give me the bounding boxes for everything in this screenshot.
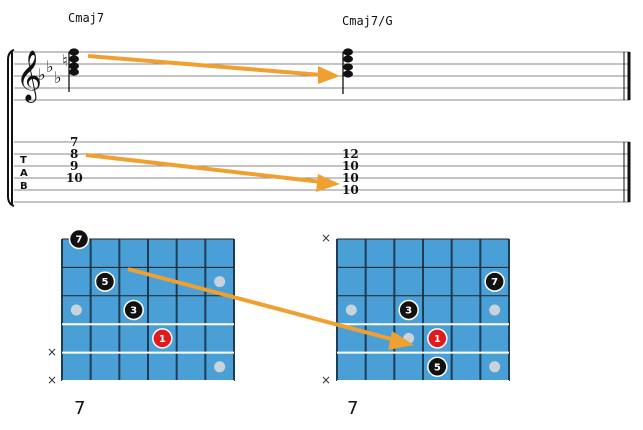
- muted-string-icon: ×: [321, 373, 331, 387]
- notation-staff: [14, 51, 631, 101]
- arrow-head-icon: [318, 66, 340, 84]
- chord-tone-label: 3: [405, 306, 412, 317]
- arrows-top: [85, 54, 340, 192]
- chord-tone-dot: [68, 228, 90, 250]
- tab-number: 10: [342, 171, 359, 185]
- fretboard-diagram-2: 7 3 1 5: [336, 238, 510, 382]
- flat-icon: ♭: [54, 68, 62, 87]
- arrow-shape: [127, 267, 396, 342]
- flat-icon: ♭: [46, 57, 54, 76]
- system-bracket: [7, 49, 15, 207]
- chord-name-1: Cmaj7: [68, 11, 104, 25]
- svg-text:B: B: [20, 181, 28, 192]
- tab-chord-2: 12 10 10 10: [342, 147, 359, 197]
- chord-tone-label: 7: [76, 235, 83, 246]
- chord-tone-dot: [94, 271, 116, 292]
- chord-tone-dot: [123, 299, 144, 321]
- treble-clef-icon: 𝄞: [16, 50, 42, 103]
- tab-clef-icon: T A B: [20, 155, 28, 192]
- svg-text:A: A: [20, 168, 28, 179]
- chord-tone-label: 1: [159, 334, 166, 345]
- arrow-notation: [87, 54, 323, 77]
- flat-icon: ♭: [38, 65, 46, 84]
- chord-2-notes: [342, 48, 353, 94]
- tab-chord-1: 7 8 9 10: [66, 135, 83, 185]
- arrow-head-icon: [316, 174, 340, 192]
- fret-position-label: 7: [74, 398, 85, 419]
- scale-tone-dot: [214, 361, 226, 373]
- tab-number: 10: [342, 159, 359, 173]
- muted-string-icon: ×: [47, 345, 57, 359]
- chord-tone-dot: [152, 328, 173, 349]
- scale-tone-dot: [345, 304, 357, 316]
- chord-tone-label: 7: [491, 277, 498, 288]
- tab-staff: [14, 141, 631, 203]
- tab-number: 7: [70, 135, 78, 149]
- scale-tone-dot: [214, 276, 226, 288]
- tab-number: 12: [342, 147, 359, 161]
- chord-tone-dot: [484, 271, 505, 292]
- diagram-arrow: [127, 267, 414, 350]
- tab-number: 10: [342, 183, 359, 197]
- arrow-head-icon: [388, 331, 414, 350]
- scale-tone-dot: [70, 304, 82, 316]
- chord-tone-dot: [427, 356, 448, 378]
- chord-tone-label: 5: [102, 277, 109, 288]
- muted-string-icon: ×: [321, 231, 331, 245]
- arrow-tab: [85, 153, 323, 184]
- chord-tone-dot: [427, 328, 448, 349]
- fret-position-label: 7: [347, 398, 358, 419]
- chord-name-2: Cmaj7/G: [342, 14, 393, 28]
- fretboard-diagram-1: 7 5 3 1: [61, 228, 235, 382]
- chord-tone-label: 5: [434, 362, 441, 373]
- svg-text:T: T: [20, 155, 27, 166]
- chord-tone-label: 3: [130, 306, 137, 317]
- natural-icon: ♮: [62, 51, 68, 70]
- key-signature: ♭ ♭ ♭ ♮: [38, 51, 68, 87]
- scale-tone-dot: [489, 361, 501, 373]
- tab-number: 9: [70, 159, 78, 173]
- chord-tone-label: 1: [434, 334, 441, 345]
- tab-number: 8: [70, 147, 78, 161]
- tab-number: 10: [66, 171, 83, 185]
- muted-string-icon: ×: [47, 373, 57, 387]
- chord-1-notes: [68, 48, 79, 92]
- scale-tone-dot: [489, 304, 501, 316]
- chord-tone-dot: [398, 299, 419, 321]
